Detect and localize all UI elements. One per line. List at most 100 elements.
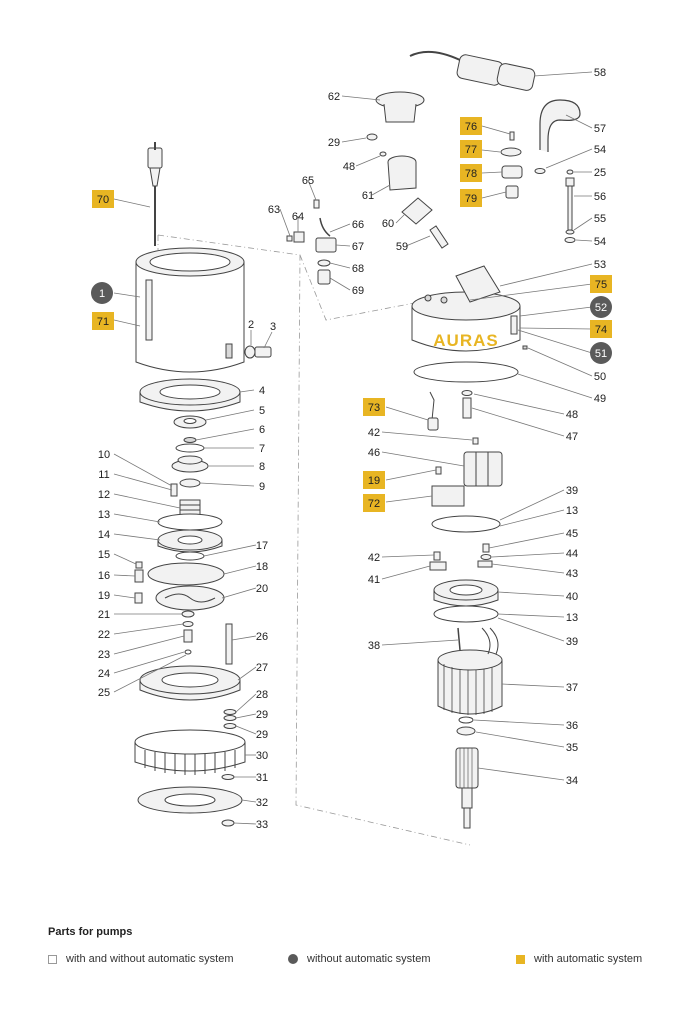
callout-29: 29 (256, 709, 268, 721)
float-switch-rod (147, 142, 163, 246)
callout-20: 20 (256, 583, 268, 595)
callout-42: 42 (368, 427, 380, 439)
callout-48-centre: 48 (343, 161, 355, 173)
callout-39b: 39 (566, 636, 578, 648)
callout-54: 54 (594, 144, 606, 156)
callout-22: 22 (98, 629, 110, 641)
clamp-64 (293, 231, 305, 243)
callout-77: 77 (465, 144, 477, 156)
callout-49: 49 (594, 393, 606, 405)
callout-32: 32 (256, 797, 268, 809)
callout-59: 59 (396, 241, 408, 253)
callout-72: 72 (368, 498, 380, 510)
callout-52: 52 (595, 302, 607, 314)
rotor-34 (455, 747, 479, 829)
callout-75: 75 (595, 279, 607, 291)
callout-33: 33 (256, 819, 268, 831)
callout-11: 11 (98, 469, 109, 481)
callout-26: 26 (256, 631, 268, 643)
callout-8: 8 (259, 461, 265, 473)
brand-text: AURAS (433, 331, 498, 350)
callout-69: 69 (352, 285, 364, 297)
stud-bolt (225, 623, 233, 665)
callout-15: 15 (98, 549, 110, 561)
impeller (155, 585, 225, 611)
callout-45: 45 (566, 528, 578, 540)
bearing-flange (139, 378, 241, 412)
callout-35: 35 (566, 742, 578, 754)
ball-bearing (173, 415, 207, 429)
callout-24: 24 (98, 668, 110, 680)
callout-30: 30 (256, 750, 268, 762)
float-cable-66 (313, 199, 331, 237)
ring-36 (458, 716, 474, 724)
callout-34: 34 (566, 775, 578, 787)
callout-7: 7 (259, 443, 265, 455)
screw-63 (286, 235, 293, 242)
marker-70-box (92, 190, 114, 208)
legend-item-without-automatic: without automatic system (288, 953, 431, 965)
dark-circle-icon (288, 954, 298, 964)
callout-65: 65 (302, 175, 314, 187)
washer-54-top (534, 168, 546, 174)
flange-plate-60 (401, 197, 433, 225)
callout-28: 28 (256, 689, 268, 701)
intermediate-housing (157, 529, 223, 553)
callout-68: 68 (352, 263, 364, 275)
callout-48: 48 (566, 409, 578, 421)
callout-39: 39 (566, 485, 578, 497)
screw-16 (134, 569, 144, 583)
marker-74-box (590, 320, 612, 338)
impeller-fasteners (181, 610, 195, 655)
callout-38: 38 (368, 640, 380, 652)
marker-19b-box (363, 471, 385, 489)
capacitor-72 (431, 485, 465, 507)
automatic-parts-76-79 (500, 131, 523, 199)
washer-54 (564, 237, 576, 243)
callout-60: 60 (382, 218, 394, 230)
bearing-35 (456, 726, 476, 736)
washer-55 (565, 229, 575, 235)
o-ring (175, 443, 205, 453)
o-ring-2 (175, 551, 205, 561)
callout-4: 4 (259, 385, 265, 397)
screw-19-right (435, 466, 442, 475)
marker-75-box (590, 275, 612, 293)
washers-28-29 (223, 709, 237, 729)
callout-46: 46 (368, 447, 380, 459)
marker-76-box (460, 117, 482, 135)
callout-6: 6 (259, 424, 265, 436)
screw-50 (522, 345, 528, 350)
callout-74: 74 (595, 324, 607, 336)
capacitor-block-46 (463, 451, 503, 487)
washer-15 (135, 561, 143, 569)
callout-29b: 29 (256, 729, 268, 741)
float-switch-67 (315, 237, 337, 253)
callout-61: 61 (362, 190, 374, 202)
callout-19: 19 (98, 590, 110, 602)
callout-42b: 42 (368, 552, 380, 564)
circlip (183, 437, 197, 443)
callout-57: 57 (594, 123, 606, 135)
leader-lines (113, 71, 593, 825)
seal-housing (171, 455, 209, 473)
callout-14: 14 (98, 529, 110, 541)
screw-47-48 (461, 390, 473, 419)
callout-36: 36 (566, 720, 578, 732)
callout-43: 43 (566, 568, 578, 580)
nut-31 (221, 774, 235, 780)
washer-44 (480, 554, 492, 560)
callout-9: 9 (259, 481, 265, 493)
screw-45 (482, 543, 490, 553)
callout-62: 62 (328, 91, 340, 103)
legend-label-with-automatic: with automatic system (534, 953, 643, 965)
callout-23: 23 (98, 649, 110, 661)
legend-item-with-automatic: with automatic system (516, 953, 642, 965)
callout-40: 40 (566, 591, 578, 603)
cable-sleeve-59 (429, 225, 449, 249)
washer-68 (317, 259, 331, 267)
clip-43 (477, 560, 493, 568)
plain-callouts: 2 3 4 5 6 7 8 9 10 11 12 13 14 15 16 17 … (98, 67, 606, 831)
callout-54b: 54 (594, 236, 606, 248)
cable-inlet-61 (387, 155, 417, 191)
